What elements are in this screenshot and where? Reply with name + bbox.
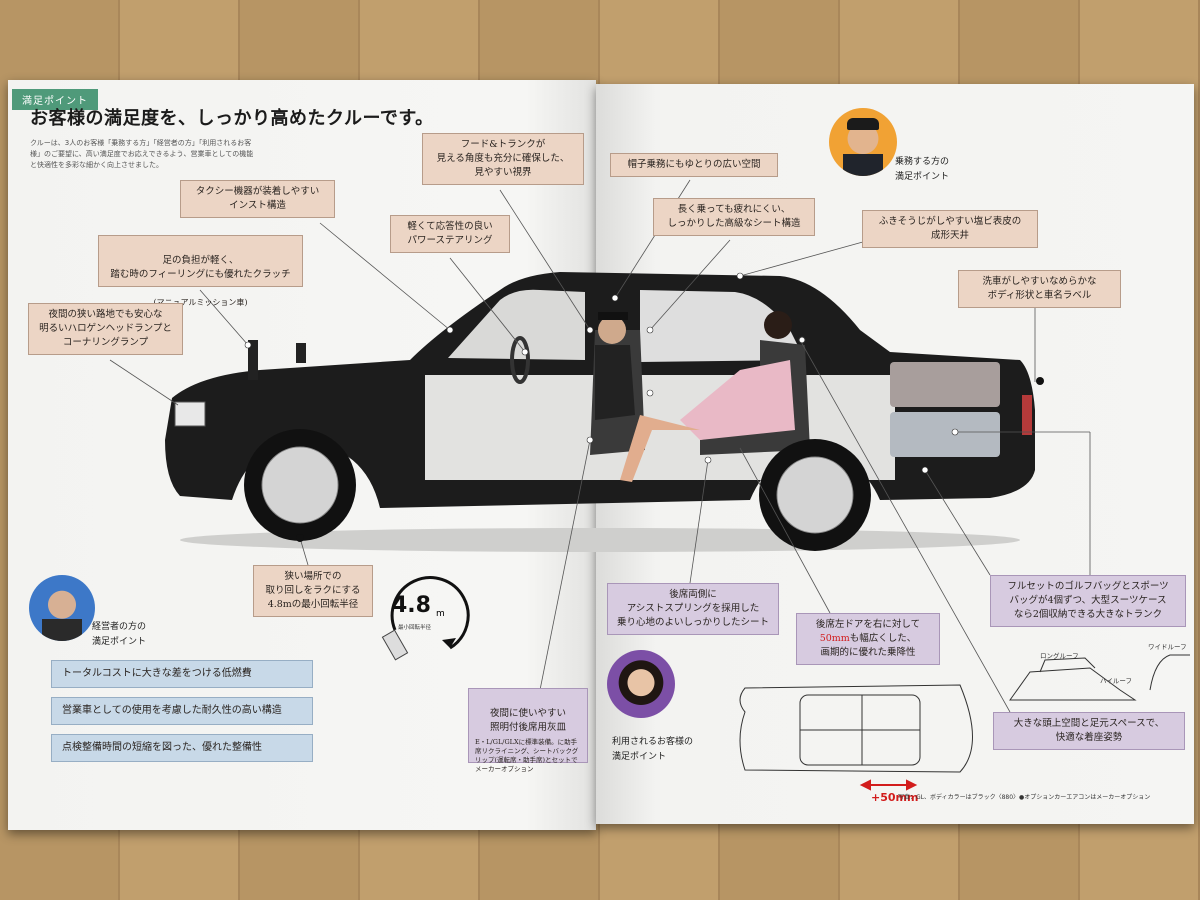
callout-clutch-text: 足の負担が軽く、 踏む時のフィーリングにも優れたクラッチ — [110, 255, 291, 280]
top-view-diagram — [739, 684, 973, 773]
manager-point-1: トータルコストに大きな差をつける低燃費 — [51, 660, 313, 688]
fender-mirror — [248, 340, 258, 380]
callout-turning: 狭い場所での 取り回しをラクにする 4.8mの最小回転半径 — [253, 565, 373, 617]
steering-wheel — [510, 336, 530, 384]
customer-persona-label: 利用されるお客様の 満足ポイント — [612, 737, 694, 762]
callout-assist-spring: 後席両側に アシストスプリングを採用した 乗り心地のよいしっかりしたシート — [607, 583, 779, 635]
driver-persona-label: 乗務する方の 満足ポイント — [895, 157, 950, 182]
manager-point-2: 営業車としての使用を考慮した耐久性の高い構造 — [51, 697, 313, 725]
turning-radius-unit: m — [436, 609, 445, 619]
driver-cap — [598, 312, 628, 320]
driver-avatar — [829, 108, 897, 176]
callout-ashtray: 夜間に使いやすい 照明付後席用灰皿 E・L/GL/GLXに標準装備。に助手席リク… — [468, 688, 588, 773]
roof-diagram — [1009, 654, 1190, 701]
marker-dots — [244, 272, 959, 474]
callout-ashtray-note: E・L/GL/GLXに標準装備。に助手席リクライニング、シートバックグリップ(運… — [475, 738, 579, 773]
callout-ashtray-text: 夜間に使いやすい 照明付後席用灰皿 — [489, 708, 566, 733]
rear-hubcap — [776, 456, 854, 534]
turning-arc — [390, 576, 470, 650]
turning-radius-value: 4.8 — [392, 593, 431, 618]
callout-hat-space: 帽子乗務にもゆとりの広い空間 — [610, 153, 778, 177]
manager-persona-label: 経営者の方の 満足ポイント — [92, 622, 147, 647]
page-headline: お客様の満足度を、しっかり高めたクルーです。 — [30, 108, 434, 129]
manager-point-3: 点検整備時間の短縮を図った、優れた整備性 — [51, 734, 313, 762]
callout-headroom: 大きな頭上空間と足元スペースで、 快適な着座姿勢 — [993, 712, 1185, 750]
intro-text: クルーは、3人のお客様「乗務する方」「経営者の方」「利用されるお客様」のご要望に… — [30, 139, 254, 169]
driver-body — [595, 345, 635, 420]
leader-lines — [109, 179, 1091, 713]
turning-radius-badge: 4.8 m 最小回転半径 — [384, 583, 464, 655]
manager-avatar — [29, 575, 95, 641]
customer-avatar — [607, 650, 675, 718]
callout-rear-door: 後席左ドアを右に対して 50mmも幅広くした、 画期的に優れた乗降性 — [796, 613, 940, 665]
roof-label-wide: ワイドルーフ — [1148, 643, 1187, 651]
callout-door-post: も幅広くした、 画期的に優れた乗降性 — [820, 633, 917, 658]
section-tag: 満足ポイント — [12, 89, 98, 110]
front-hubcap — [261, 446, 339, 524]
passenger-head — [764, 311, 792, 339]
passenger-legs — [620, 415, 700, 482]
passenger-body — [680, 360, 795, 440]
callout-clutch-note: (マニュアルミッション車) — [153, 298, 248, 307]
callout-headlamp: 夜間の狭い路地でも安心な 明るいハロゲンヘッドランプと コーナリングランプ — [28, 303, 183, 355]
dimension-label: +50mm — [871, 791, 919, 804]
callout-clutch: 足の負担が軽く、 踏む時のフィーリングにも優れたクラッチ (マニュアルミッション… — [98, 235, 303, 307]
driver-head — [598, 316, 626, 344]
photo-caption: 写真：GL、ボディカラーはブラック〈880〉●オプションカーエアコンはメーカーオ… — [898, 794, 1151, 801]
turning-radius-caption: 最小回転半径 — [398, 625, 432, 631]
fender-mirror-2 — [296, 343, 306, 363]
callout-seat: 長く乗っても疲れにくい、 しっかりした高級なシート構造 — [653, 198, 815, 236]
callout-ceiling: ふきそうじがしやすい塩ビ表皮の 成形天井 — [862, 210, 1038, 248]
callout-steering: 軽くて応答性の良い パワーステアリング — [390, 215, 510, 253]
callout-door-pre: 後席左ドアを右に対して — [815, 619, 921, 630]
window-front — [448, 289, 585, 360]
dimension-arrow — [859, 779, 918, 791]
callout-instrument: タクシー機器が装着しやすい インスト構造 — [180, 180, 335, 218]
suitcase-bottom — [890, 412, 1000, 457]
roof-label-high: ハイルーフ — [1100, 677, 1132, 685]
callout-body-wash: 洗車がしやすいなめらかな ボディ形状と車名ラベル — [958, 270, 1121, 308]
headlamp — [174, 401, 206, 427]
callout-trunk: フルセットのゴルフバッグとスポーツ バッグが4個ずつ、大型スーツケース なら2個… — [990, 575, 1186, 627]
suitcase-top — [890, 362, 1000, 407]
callout-door-red: 50mm — [819, 633, 850, 644]
tail-lamp — [1022, 395, 1032, 435]
callout-hood-trunk: フード&トランクが 見える角度も充分に確保した、 見やすい視界 — [422, 133, 584, 185]
roof-label-long: ロングルーフ — [1040, 652, 1079, 660]
